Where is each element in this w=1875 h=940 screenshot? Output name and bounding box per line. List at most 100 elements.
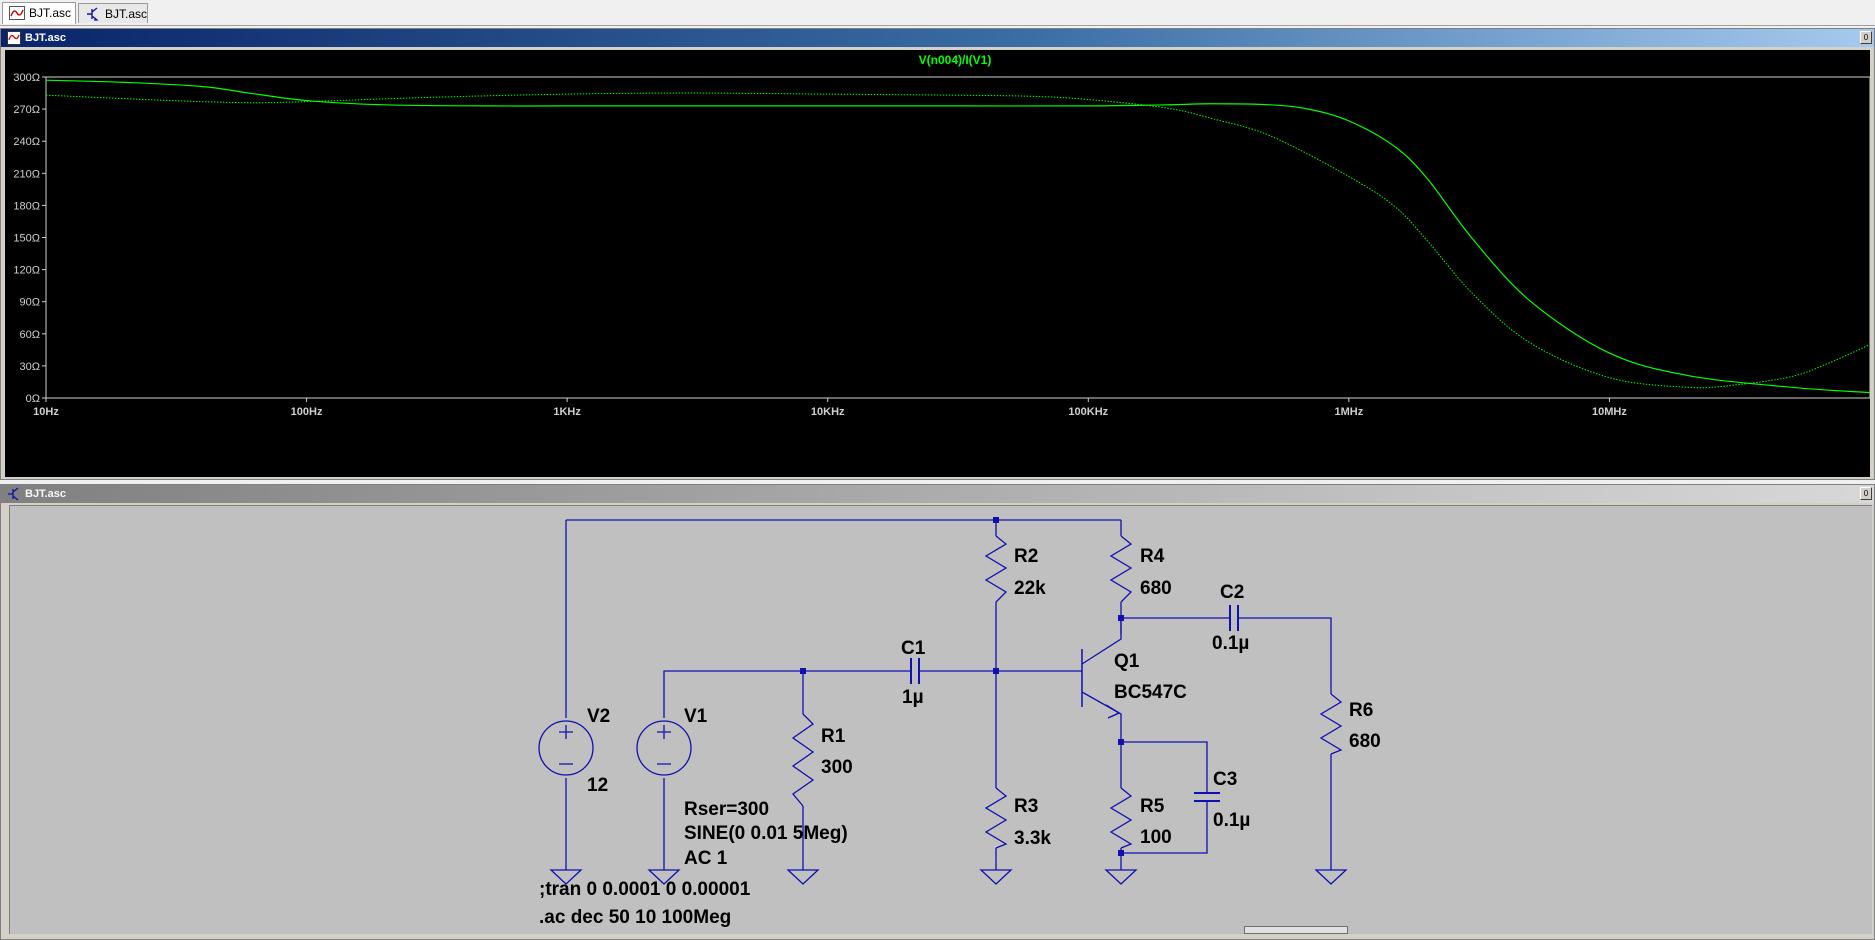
wires (565, 519, 1332, 870)
plot-frame (45, 76, 1871, 399)
plot-pane[interactable]: V(n004)/I(V1) 0Ω 30Ω 60Ω 90Ω 120Ω 150Ω 180Ω 210… (5, 50, 1871, 477)
horizontal-scrollbar-thumb[interactable] (1244, 926, 1348, 934)
ground-icon (1314, 869, 1348, 885)
trace-solid[interactable] (45, 79, 1871, 394)
junction-dot (1118, 739, 1124, 745)
schematic-window-title: BJT.asc (25, 488, 66, 500)
x-tick-label: 1KHz (553, 406, 581, 418)
schematic-window: BJT.asc 0 (0, 484, 1875, 940)
y-tick-label: 60Ω (20, 329, 40, 341)
capacitor-c1[interactable] (910, 658, 920, 684)
value-r5[interactable]: 100 (1140, 827, 1172, 848)
label-c2[interactable]: C2 (1220, 582, 1244, 603)
ground-icon (549, 869, 583, 885)
schematic-canvas[interactable]: V2 12 V1 R1 300 C1 1µ R2 22k R3 3.3k R4 … (9, 505, 1872, 934)
transistor-q1[interactable] (1081, 649, 1121, 719)
v1-sine[interactable]: SINE(0 0.01 5Meg) (684, 823, 848, 844)
label-r4[interactable]: R4 (1140, 546, 1165, 567)
value-c2[interactable]: 0.1µ (1212, 633, 1249, 654)
y-tick-label: 30Ω (20, 361, 40, 373)
value-r3[interactable]: 3.3k (1014, 828, 1051, 849)
ground-icon (647, 869, 681, 885)
ground-icon (786, 869, 820, 885)
tab-waveform-label: BJT.asc (29, 6, 72, 20)
document-tab-bar: BJT.asc BJT.asc (0, 0, 1875, 26)
y-tick-label: 300Ω (13, 72, 40, 84)
schematic-drawing[interactable]: V2 12 V1 R1 300 C1 1µ R2 22k R3 3.3k R4 … (10, 506, 1872, 934)
resistor-r2[interactable] (984, 535, 1008, 603)
waveform-window-icon (7, 31, 21, 45)
junction-dot (993, 517, 999, 523)
value-r6[interactable]: 680 (1349, 731, 1381, 752)
value-v2[interactable]: 12 (587, 775, 608, 796)
voltage-source-v1[interactable] (636, 720, 692, 776)
restore-button[interactable]: 0 (1860, 31, 1872, 44)
y-tick-label: 270Ω (13, 104, 40, 116)
schematic-window-icon (8, 487, 19, 501)
v1-ac[interactable]: AC 1 (684, 848, 728, 869)
tab-schematic-label: BJT.asc (105, 7, 148, 21)
label-r2[interactable]: R2 (1014, 546, 1038, 567)
x-axis: 10Hz 100Hz 1KHz 10KHz 100KHz 1MHz 10MHz (33, 398, 1627, 418)
label-q1[interactable]: Q1 (1114, 651, 1140, 672)
y-tick-label: 240Ω (13, 136, 40, 148)
label-c1[interactable]: C1 (901, 638, 926, 659)
capacitor-c2[interactable] (1229, 605, 1239, 631)
value-c1[interactable]: 1µ (902, 687, 924, 708)
label-v1[interactable]: V1 (684, 706, 708, 727)
y-tick-label: 0Ω (26, 393, 40, 405)
label-r3[interactable]: R3 (1014, 796, 1038, 817)
x-tick-label: 1MHz (1334, 406, 1363, 418)
y-tick-label: 210Ω (13, 168, 40, 180)
resistor-r4[interactable] (1109, 535, 1133, 603)
restore-button[interactable]: 0 (1860, 487, 1872, 500)
voltage-source-v2[interactable] (538, 720, 594, 776)
value-r2[interactable]: 22k (1014, 578, 1046, 599)
v1-rser[interactable]: Rser=300 (684, 799, 769, 820)
junction-dot (1118, 850, 1124, 856)
label-r6[interactable]: R6 (1349, 700, 1373, 721)
label-v2[interactable]: V2 (587, 706, 610, 727)
label-c3[interactable]: C3 (1213, 769, 1237, 790)
ground-icon (979, 869, 1013, 885)
y-tick-label: 90Ω (20, 297, 40, 309)
y-tick-label: 120Ω (13, 265, 40, 277)
label-r5[interactable]: R5 (1140, 796, 1165, 817)
waveform-window: BJT.asc 0 V(n004)/I(V1) 0Ω 30Ω 60Ω 90Ω 120Ω 1… (0, 28, 1875, 480)
waveform-window-title: BJT.asc (25, 32, 66, 44)
capacitor-c3[interactable] (1194, 792, 1220, 802)
y-tick-label: 150Ω (13, 233, 40, 245)
resistor-r1[interactable] (791, 713, 815, 807)
y-axis: 0Ω 30Ω 60Ω 90Ω 120Ω 150Ω 180Ω 210Ω 240Ω 270Ω 300Ω (13, 72, 46, 405)
x-tick-label: 100Hz (291, 406, 323, 418)
resistor-r5[interactable] (1109, 787, 1133, 849)
waveform-window-titlebar[interactable]: BJT.asc 0 (1, 29, 1874, 47)
spice-directive-ac[interactable]: .ac dec 50 10 100Meg (539, 907, 731, 928)
junction-dot (800, 668, 806, 674)
schematic-icon (87, 7, 99, 21)
x-tick-label: 10KHz (811, 406, 845, 418)
ac-analysis-chart[interactable]: V(n004)/I(V1) 0Ω 30Ω 60Ω 90Ω 120Ω 150Ω 180Ω 210… (5, 50, 1871, 477)
x-tick-label: 10MHz (1592, 406, 1627, 418)
ground-icon (1104, 869, 1138, 885)
value-r4[interactable]: 680 (1140, 578, 1172, 599)
traces (45, 79, 1871, 394)
value-q1[interactable]: BC547C (1114, 682, 1187, 703)
junction-dot (993, 668, 999, 674)
trace-dotted[interactable] (45, 92, 1871, 389)
resistor-r6[interactable] (1319, 693, 1343, 755)
x-tick-label: 10Hz (33, 406, 59, 418)
resistor-r3[interactable] (984, 787, 1008, 849)
waveform-icon (9, 6, 25, 20)
y-tick-label: 180Ω (13, 200, 40, 212)
label-r1[interactable]: R1 (821, 726, 846, 747)
trace-title[interactable]: V(n004)/I(V1) (919, 53, 992, 67)
schematic-window-titlebar[interactable]: BJT.asc 0 (1, 485, 1874, 503)
junction-dot (1118, 615, 1124, 621)
value-r1[interactable]: 300 (821, 757, 853, 778)
spice-directive-tran[interactable]: ;tran 0 0.0001 0 0.00001 (539, 879, 751, 900)
tab-schematic[interactable]: BJT.asc (78, 3, 148, 23)
tab-waveform[interactable]: BJT.asc (2, 2, 76, 24)
value-c3[interactable]: 0.1µ (1213, 810, 1250, 831)
x-tick-label: 100KHz (1068, 406, 1108, 418)
